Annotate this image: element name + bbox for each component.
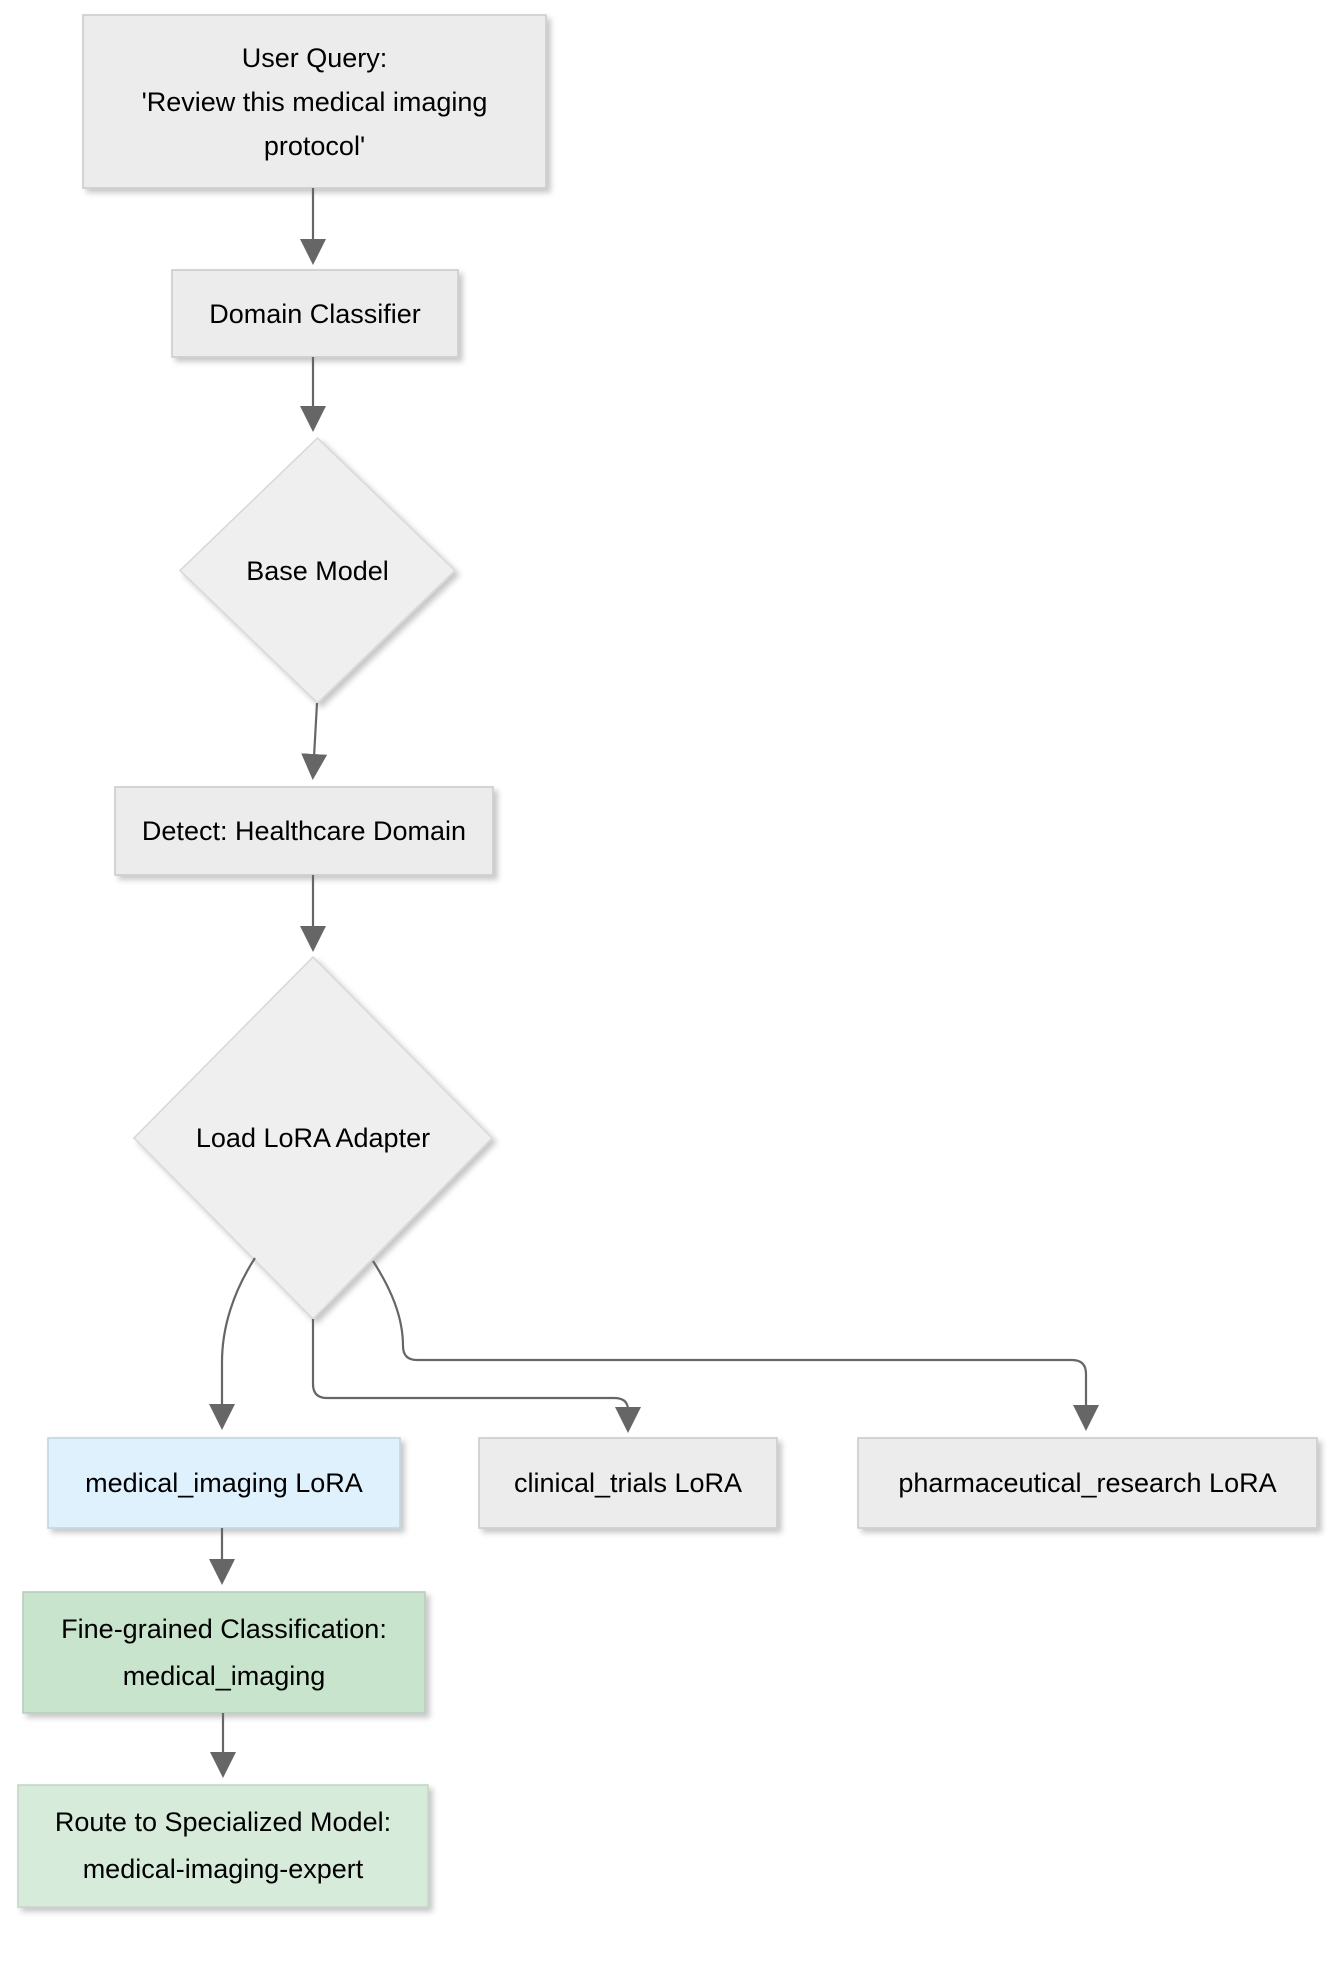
node-load-lora-adapter-shape [132,955,494,1321]
node-fine-grained-classification-shape [22,1591,426,1714]
node-clinical-trials-lora-shape [478,1437,778,1529]
node-pharmaceutical-research-lora-shape [857,1437,1318,1529]
edge-load-lora-adapter-to-medical-imaging-lora [209,1257,256,1430]
node-user-query-shape [82,14,547,189]
node-detect-healthcare-shape [114,786,494,876]
edge-load-lora-adapter-to-pharmaceutical-research-lora [372,1260,1099,1431]
edge-base-model-to-detect-healthcare [301,702,328,780]
node-route-specialized-model-shape [17,1784,429,1908]
node-medical-imaging-lora-shape [47,1437,401,1529]
edge-load-lora-adapter-to-clinical-trials-lora [311,1319,641,1433]
node-domain-classifier-shape [171,269,459,358]
node-base-model-shape [178,436,457,705]
